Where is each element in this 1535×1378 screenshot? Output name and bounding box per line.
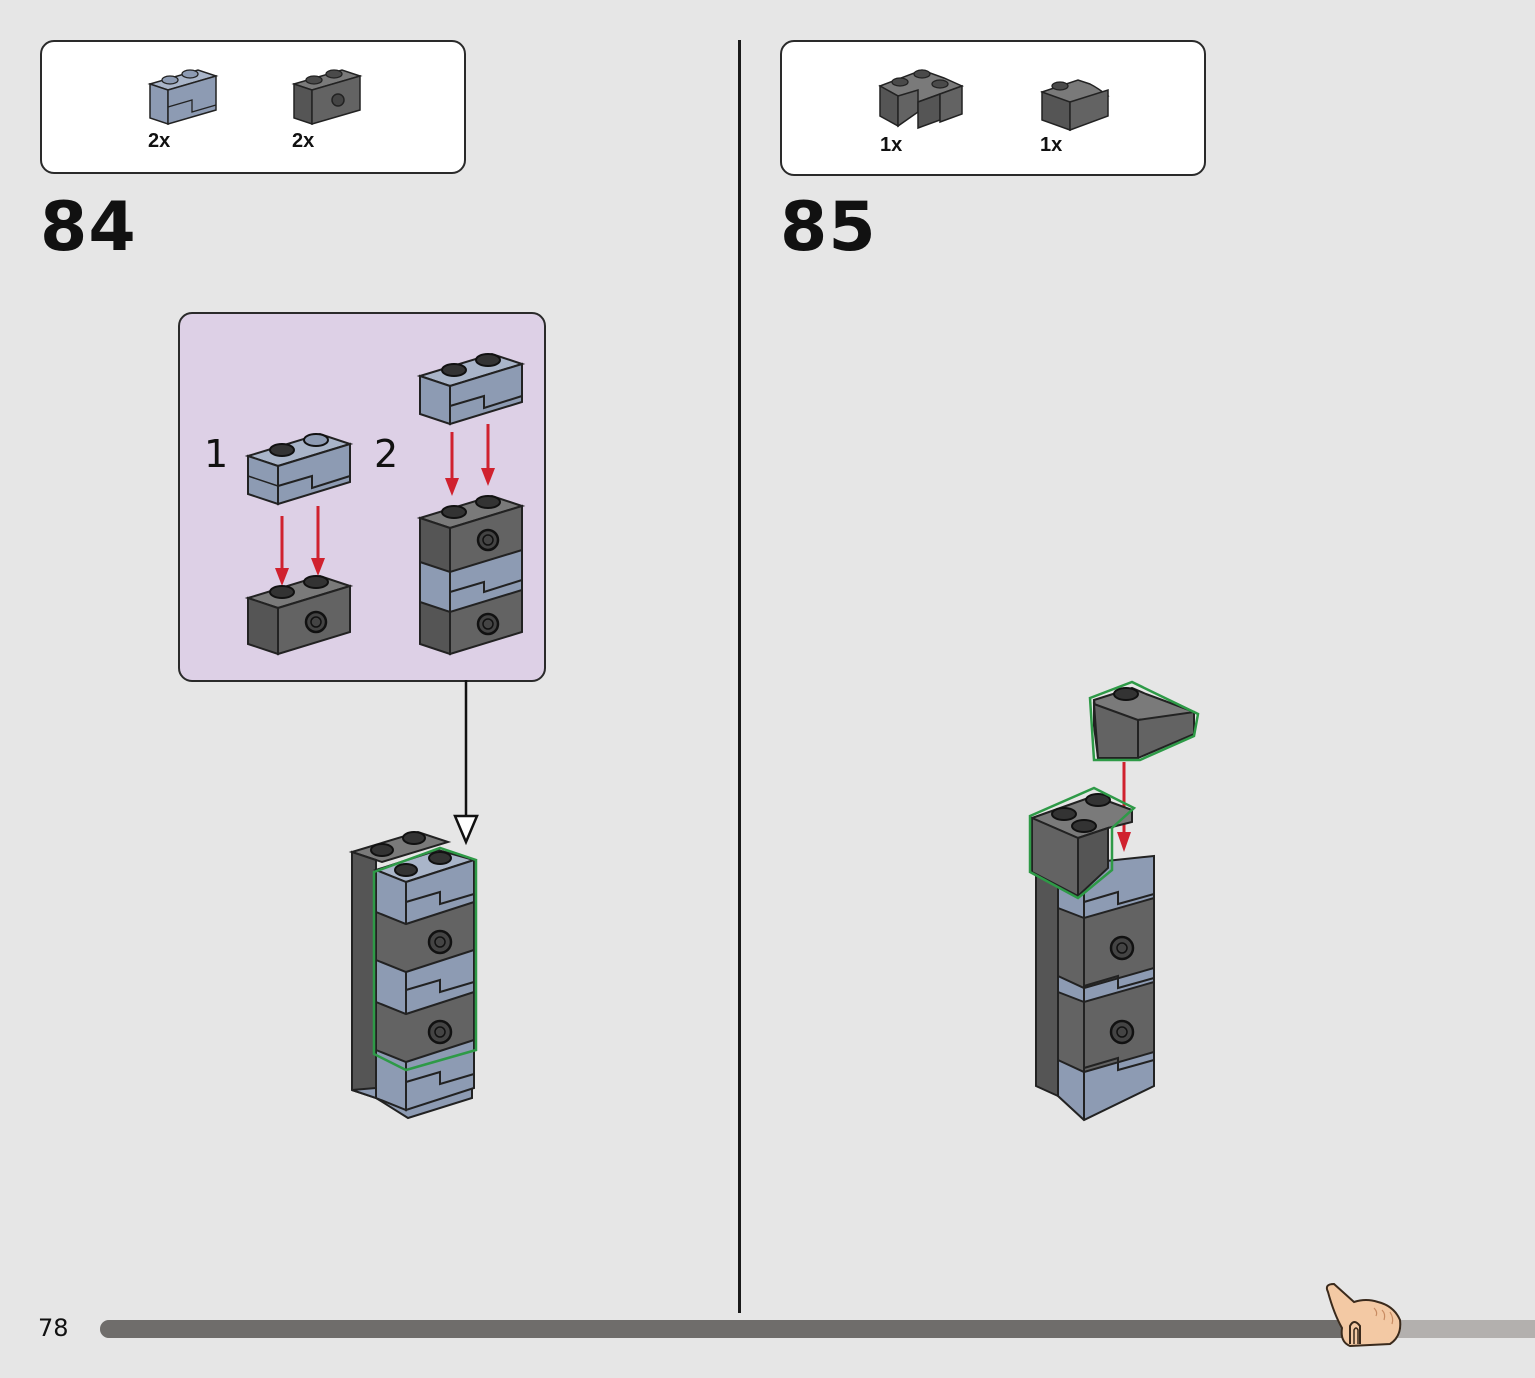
parts-list-step-84: 2x 2x xyxy=(40,40,466,174)
part-quantity: 2x xyxy=(148,130,171,152)
red-arrow-head xyxy=(481,468,495,486)
substep-number: 2 xyxy=(374,432,399,476)
sand-blue-masonry-brick-1x2-icon xyxy=(147,69,219,126)
step-85-model xyxy=(1028,680,1200,1122)
substep-1-illustration xyxy=(244,432,354,656)
step-84-model xyxy=(348,830,478,1120)
progress-bar xyxy=(100,1320,1535,1338)
parts-list-step-85: 1x 1x xyxy=(780,40,1206,176)
dark-grey-corner-plate-2x2-icon xyxy=(878,69,965,130)
step-number: 85 xyxy=(780,188,877,267)
part-quantity: 1x xyxy=(880,134,903,156)
dark-grey-curved-slope-1x2-icon xyxy=(1040,79,1110,132)
substep-number: 1 xyxy=(204,432,229,476)
red-arrow-head xyxy=(275,568,289,586)
part-quantity: 1x xyxy=(1040,134,1063,156)
dark-grey-technic-brick-1x2-icon xyxy=(291,69,363,126)
step-divider xyxy=(738,40,741,1313)
subassembly-panel: 1 2 xyxy=(178,312,546,682)
progress-fill xyxy=(100,1320,1363,1338)
step-number: 84 xyxy=(40,188,137,267)
part-quantity: 2x xyxy=(292,130,315,152)
subassembly-connector-arrow xyxy=(453,680,479,846)
red-arrow-head xyxy=(311,558,325,576)
page-number: 78 xyxy=(38,1314,69,1342)
red-arrow-head xyxy=(445,478,459,496)
hand-pointer-icon xyxy=(1325,1282,1402,1348)
highlight-outline xyxy=(1028,786,1137,900)
highlight-outline xyxy=(372,846,478,1072)
red-arrow-head xyxy=(1117,832,1131,852)
highlight-outline xyxy=(1088,680,1200,762)
substep-2-illustration xyxy=(416,352,526,656)
